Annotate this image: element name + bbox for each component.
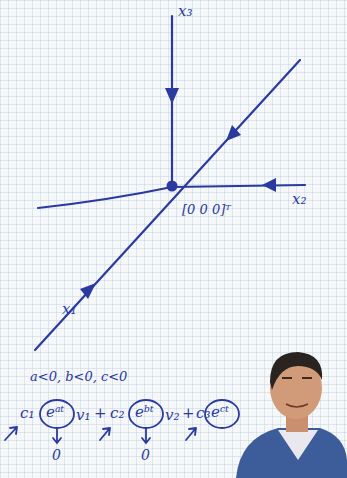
x1-axis [35, 60, 300, 350]
exponential-term: eᵃᵗ [46, 405, 64, 420]
axis-label: x₁ [62, 302, 76, 317]
equilibrium-point [167, 181, 178, 192]
annotation-marks [5, 400, 239, 443]
axis-label: x₃ [178, 4, 192, 19]
coefficient: c₂ [110, 406, 124, 421]
eigenvector: v₁ [76, 408, 91, 423]
exponential-term: eᶜᵗ [211, 405, 229, 420]
plus-sign: + [182, 406, 195, 421]
limit-value: 0 [141, 448, 150, 462]
axis-label: x₂ [292, 192, 306, 207]
flow-arrows [80, 88, 276, 299]
exponential-term: eᵇᵗ [135, 405, 154, 420]
eigenvector: v₂ [165, 408, 180, 423]
coefficient: c₃ [196, 406, 210, 421]
presenter-photo [236, 352, 347, 478]
plus-sign: + [94, 406, 107, 421]
condition-note: a<0, b<0, c<0 [30, 370, 127, 383]
limit-value: 0 [52, 448, 61, 462]
coefficient: c₁ [20, 406, 34, 421]
equilibrium-label: [0 0 0]ᵀ [182, 203, 231, 216]
